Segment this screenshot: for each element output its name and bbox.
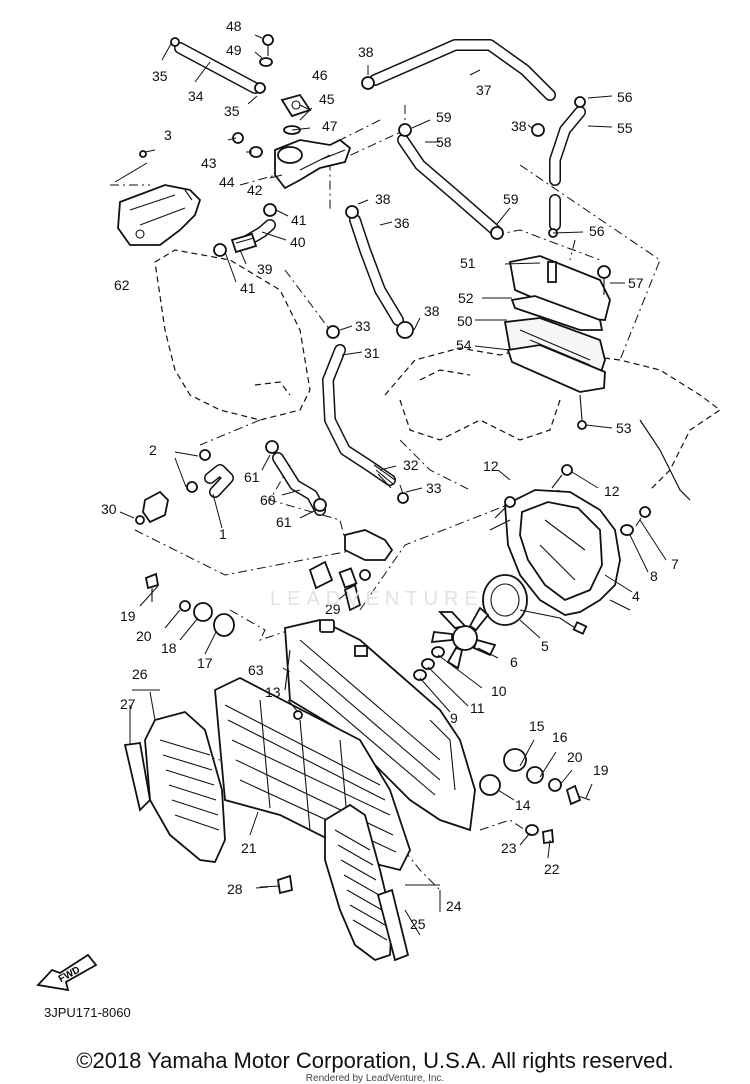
callout-37: 37 xyxy=(476,82,492,98)
engine-outline xyxy=(384,344,722,501)
callout-26: 26 xyxy=(132,666,148,682)
callout-54: 54 xyxy=(456,337,472,353)
callout-3: 3 xyxy=(164,127,172,143)
callout-33b: 33 xyxy=(426,480,442,496)
callout-35a: 35 xyxy=(152,68,168,84)
callout-55: 55 xyxy=(617,120,633,136)
callout-13: 13 xyxy=(265,684,281,700)
radiator-side-cover-left xyxy=(123,711,226,863)
callout-53: 53 xyxy=(616,420,632,436)
callout-10: 10 xyxy=(491,683,507,699)
diagram-part-code: 3JPU171-8060 xyxy=(44,1005,131,1020)
callout-20b: 20 xyxy=(567,749,583,765)
callout-31: 31 xyxy=(364,345,380,361)
callout-12b: 12 xyxy=(604,483,620,499)
callout-27: 27 xyxy=(120,696,136,712)
rendered-by-notice: Rendered by LeadVenture, Inc. xyxy=(305,1073,445,1084)
callout-33a: 33 xyxy=(355,318,371,334)
callout-56b: 56 xyxy=(589,223,605,239)
callout-50: 50 xyxy=(457,313,473,329)
frame-outline xyxy=(154,249,311,421)
radiator-side-cover-right xyxy=(324,803,410,962)
callout-18: 18 xyxy=(161,640,177,656)
callout-28: 28 xyxy=(227,881,243,897)
callout-59b: 59 xyxy=(503,191,519,207)
callout-25: 25 xyxy=(410,916,426,932)
callout-38b: 38 xyxy=(511,118,527,134)
callout-7: 7 xyxy=(671,556,679,572)
callout-2: 2 xyxy=(149,442,157,458)
callout-35b: 35 xyxy=(224,103,240,119)
callout-39: 39 xyxy=(257,261,273,277)
callout-22: 22 xyxy=(544,861,560,877)
reservoir-tank xyxy=(114,162,202,246)
callout-23: 23 xyxy=(501,840,517,856)
callout-49: 49 xyxy=(226,42,242,58)
callout-61b: 61 xyxy=(276,514,292,530)
callout-41a: 41 xyxy=(291,212,307,228)
callout-57: 57 xyxy=(628,275,644,291)
hose-clamps xyxy=(170,37,586,512)
fwd-label: FWD xyxy=(57,965,82,985)
callout-41b: 41 xyxy=(240,280,256,296)
callout-12a: 12 xyxy=(483,458,499,474)
callout-19a: 19 xyxy=(120,608,136,624)
callout-29: 29 xyxy=(325,601,341,617)
callout-24: 24 xyxy=(446,898,462,914)
callout-15: 15 xyxy=(529,718,545,734)
callout-38a: 38 xyxy=(358,44,374,60)
callout-36: 36 xyxy=(394,215,410,231)
callout-1: 1 xyxy=(219,526,227,542)
small-fasteners xyxy=(413,464,651,681)
callout-11: 11 xyxy=(470,700,485,716)
callout-9: 9 xyxy=(450,710,458,726)
callout-20a: 20 xyxy=(136,628,152,644)
callout-59a: 59 xyxy=(436,109,452,125)
callout-14: 14 xyxy=(515,797,531,813)
callout-61a: 61 xyxy=(244,469,260,485)
fan-shroud xyxy=(489,489,631,616)
callout-42: 42 xyxy=(247,182,263,198)
watermark: LEADVENTURE xyxy=(270,588,484,610)
callout-63: 63 xyxy=(248,662,264,678)
callout-40: 40 xyxy=(290,234,306,250)
callout-48: 48 xyxy=(226,18,242,34)
callout-45: 45 xyxy=(319,91,335,107)
thermostat-housing xyxy=(139,34,352,190)
callout-6: 6 xyxy=(510,654,518,670)
copyright-notice: ©2018 Yamaha Motor Corporation, U.S.A. A… xyxy=(76,1048,674,1073)
thermo-fittings xyxy=(135,464,396,612)
callout-30: 30 xyxy=(101,501,117,517)
callout-44: 44 xyxy=(219,174,235,190)
cylinder-head-cover xyxy=(503,255,611,430)
callout-5: 5 xyxy=(541,638,549,654)
leader-lines xyxy=(119,34,667,936)
callout-56a: 56 xyxy=(617,89,633,105)
callout-21: 21 xyxy=(241,840,257,856)
callout-32: 32 xyxy=(403,457,419,473)
hose-joint xyxy=(230,232,258,254)
callout-60: 60 xyxy=(260,492,276,508)
callout-47: 47 xyxy=(322,118,338,134)
callout-62: 62 xyxy=(114,277,130,293)
callout-51: 51 xyxy=(460,255,476,271)
fan-motor xyxy=(482,574,588,635)
callout-38d: 38 xyxy=(424,303,440,319)
callout-52: 52 xyxy=(458,290,474,306)
cooling-fan xyxy=(430,606,497,670)
callout-43: 43 xyxy=(201,155,217,171)
fwd-arrow-icon: FWD xyxy=(36,953,98,992)
callout-4: 4 xyxy=(632,588,640,604)
callout-16: 16 xyxy=(552,729,568,745)
callout-8: 8 xyxy=(650,568,658,584)
callout-34: 34 xyxy=(188,88,204,104)
callout-38c: 38 xyxy=(375,191,391,207)
callout-numbers: 1 2 3 4 5 6 7 8 9 10 11 12 12 13 14 15 1… xyxy=(101,18,679,932)
callout-17: 17 xyxy=(197,655,213,671)
callout-19b: 19 xyxy=(593,762,609,778)
callout-58: 58 xyxy=(436,134,452,150)
callout-46: 46 xyxy=(312,67,328,83)
